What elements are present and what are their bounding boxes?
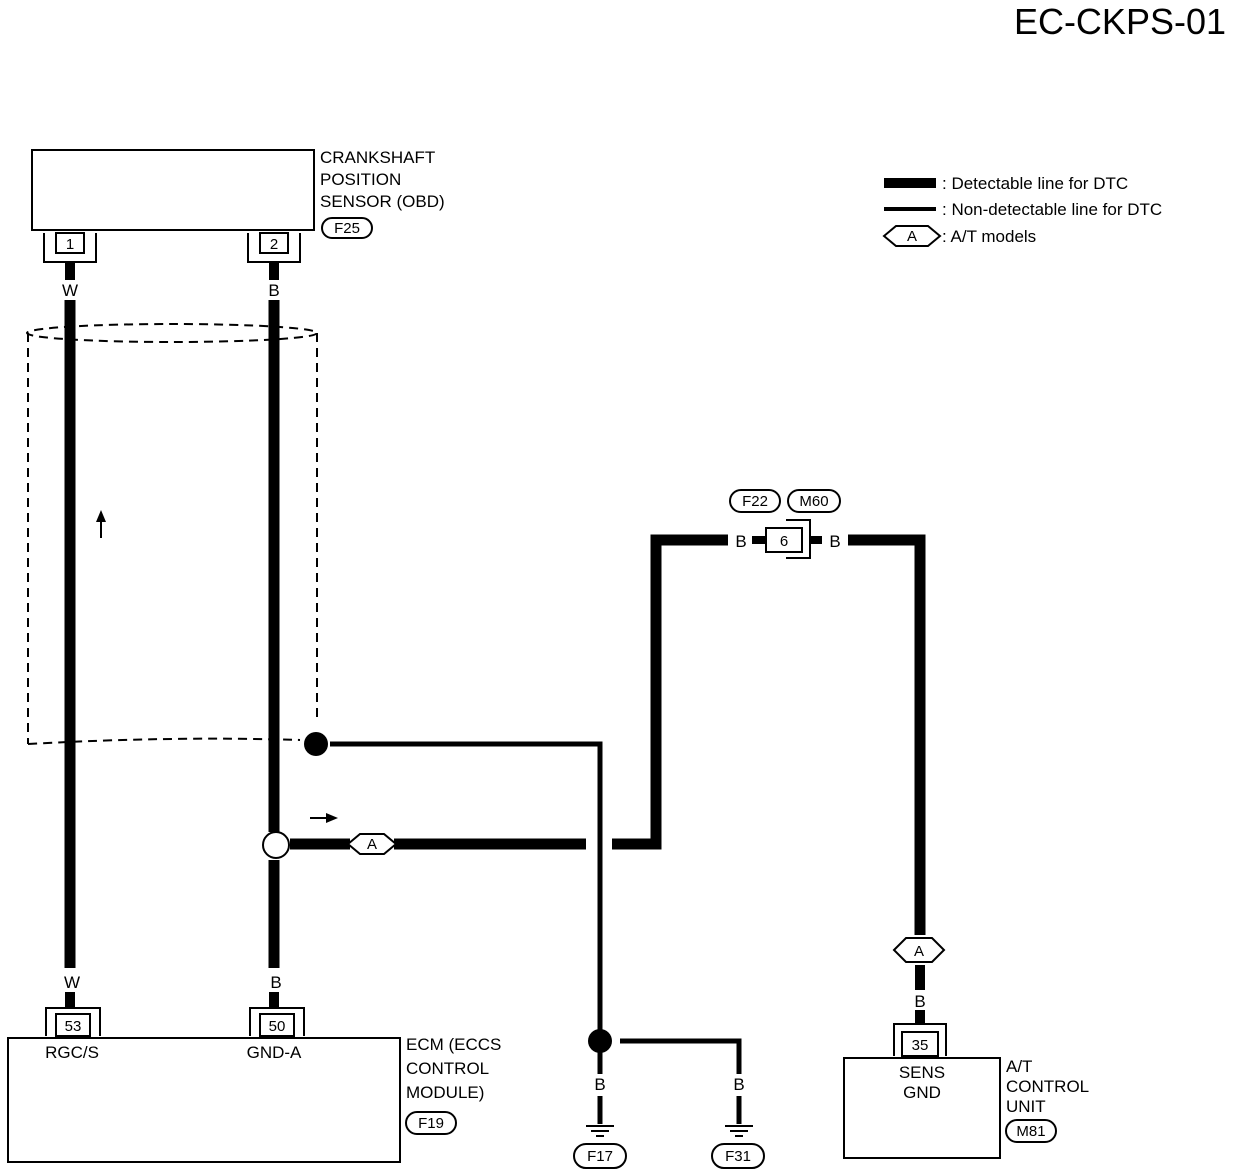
crankshaft-sensor-connector: F25 [334,220,360,237]
connector-badge-outline [711,1143,765,1169]
signal-direction-arrow-icon [96,510,106,538]
at-unit-wire-color: B [914,992,925,1011]
at-unit-label-3: UNIT [1006,1097,1046,1116]
at-unit-label-1: A/T [1006,1057,1032,1076]
splice-shield-icon [304,732,328,756]
ecm-box [7,1037,401,1163]
pin-box [259,232,289,254]
at-marker-hexagon-icon [346,833,398,855]
ecm-pin-50: 50 [269,1018,286,1035]
legend-at-hexagon-icon [882,225,942,247]
ecm-terminal-rgcs: RGC/S [45,1043,99,1062]
connector-bracket-icon [893,1023,947,1056]
crankshaft-sensor-label-2: POSITION [320,170,401,189]
junction-connector-f22: F22 [742,493,768,510]
at-marker-unit: A [914,943,924,960]
crankshaft-sensor-pin-1: 1 [66,236,74,253]
wire-color-w-top: W [62,281,78,300]
ground-symbol-icon [586,1125,614,1137]
crankshaft-sensor: CRANKSHAFT POSITION SENSOR (OBD) F25 1 2 [31,148,445,263]
pin-box [901,1031,939,1057]
junction-connector: F22 M60 6 B B [729,489,841,559]
diagram-id: EC-CKPS-01 [1014,1,1226,42]
branch-direction-arrow-icon [310,813,338,823]
wire-at-branch-4 [848,534,926,935]
at-control-unit: B 35 SENS GND A/T CONTROL UNIT M81 [843,992,1089,1159]
connector-bracket-icon [45,1007,101,1036]
crankshaft-sensor-label-3: SENSOR (OBD) [320,192,445,211]
ecm-pin-53: 53 [65,1018,82,1035]
ground-connector-f17: F17 [587,1148,613,1165]
pin-box [55,232,85,254]
wire-color-w-bottom: W [64,973,80,992]
ecm-connector: F19 [418,1115,444,1132]
at-unit-terminal-2: GND [903,1083,941,1102]
ecm-label-1: ECM (ECCS [406,1035,501,1054]
splice-at-icon [262,831,290,859]
legend-at-symbol: A [907,228,917,245]
wire-color-b-top: B [268,281,279,300]
ecm-label-3: MODULE) [406,1083,484,1102]
ecm: 53 50 RGC/S GND-A ECM (ECCS CONTROL MODU… [7,1007,501,1163]
crankshaft-sensor-pin-2: 2 [270,236,278,253]
shield-cylinder [26,323,318,745]
junction-connector-pin: 6 [780,533,788,550]
junction-connector-m60: M60 [799,493,828,510]
legend: : Detectable line for DTC : Non-detectab… [882,174,1162,247]
connector-badge-outline [321,217,373,239]
shield-bottom-arc [27,737,301,745]
splice-ground-icon [588,1029,612,1053]
connector-bracket-icon [249,1007,305,1036]
ground-symbol-icon [725,1125,753,1137]
connector-badge-outline [573,1143,627,1169]
pin-box [55,1013,91,1037]
at-marker-hexagon-icon [892,937,946,963]
at-unit-terminal-1: SENS [899,1063,945,1082]
at-unit-box [843,1057,1001,1159]
ground-wire-color-right: B [733,1075,744,1094]
connector-badge-outline [729,489,781,513]
crankshaft-sensor-box [31,149,315,231]
wire-at-branch-3 [612,534,728,850]
crankshaft-sensor-label-1: CRANKSHAFT [320,148,435,167]
ecm-label-2: CONTROL [406,1059,489,1078]
harness-wires [64,262,926,1124]
connector-badge-outline [405,1111,457,1135]
junction-wire-color-left: B [735,532,746,551]
ground-connector-f31: F31 [725,1148,751,1165]
at-marker-branch: A [367,836,377,853]
legend-detectable-label: : Detectable line for DTC [942,174,1128,193]
pin-box [259,1013,295,1037]
wire-color-b-bottom: B [270,973,281,992]
wire-shield-drain [330,741,603,1030]
at-unit-connector: M81 [1016,1123,1045,1140]
wire-ground-right [620,1038,742,1074]
junction-wire-color-right: B [829,532,840,551]
at-unit-pin: 35 [912,1037,929,1054]
legend-at-models-label: : A/T models [942,227,1036,246]
grounds: B B F17 F31 [573,1075,765,1169]
at-unit-label-2: CONTROL [1006,1077,1089,1096]
ground-wire-color-left: B [594,1075,605,1094]
connector-badge-outline [787,489,841,513]
ecm-terminal-gnda: GND-A [247,1043,302,1062]
legend-non-detectable-label: : Non-detectable line for DTC [942,200,1162,219]
connector-badge-outline [1005,1119,1057,1143]
